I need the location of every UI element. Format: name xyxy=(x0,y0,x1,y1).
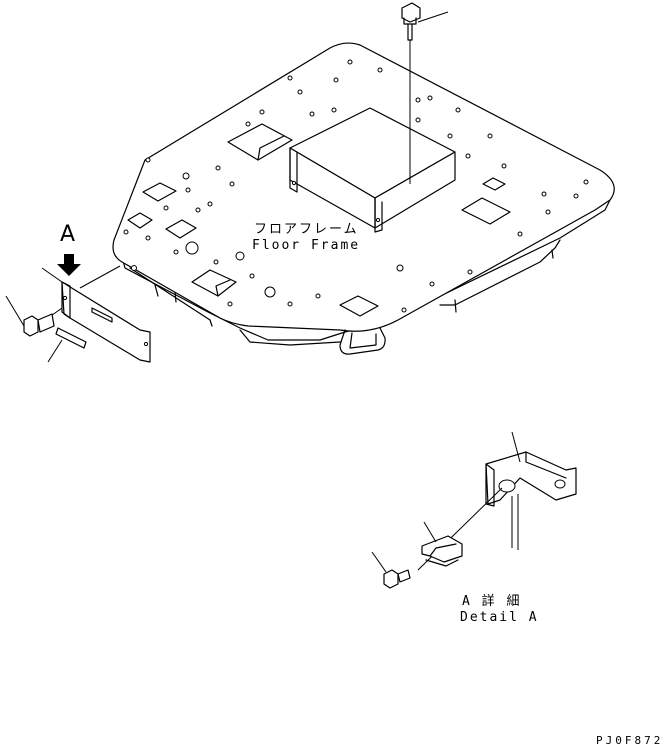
view-arrow-icon xyxy=(57,254,81,276)
floor-frame xyxy=(113,43,614,354)
floor-frame-jp-label: フロアフレーム xyxy=(254,222,359,237)
detail-a-jp-label: A 詳 細 xyxy=(462,594,522,609)
detail-a-assembly xyxy=(372,432,576,588)
detail-a-en-label: Detail A xyxy=(460,610,539,625)
view-marker-label: A xyxy=(60,222,76,247)
drawing-code: PJ0F872 xyxy=(596,734,664,747)
mounting-holes xyxy=(124,60,588,312)
floor-frame-en-label: Floor Frame xyxy=(252,238,361,253)
top-bolt xyxy=(402,3,448,184)
left-bracket-assembly xyxy=(6,254,150,362)
